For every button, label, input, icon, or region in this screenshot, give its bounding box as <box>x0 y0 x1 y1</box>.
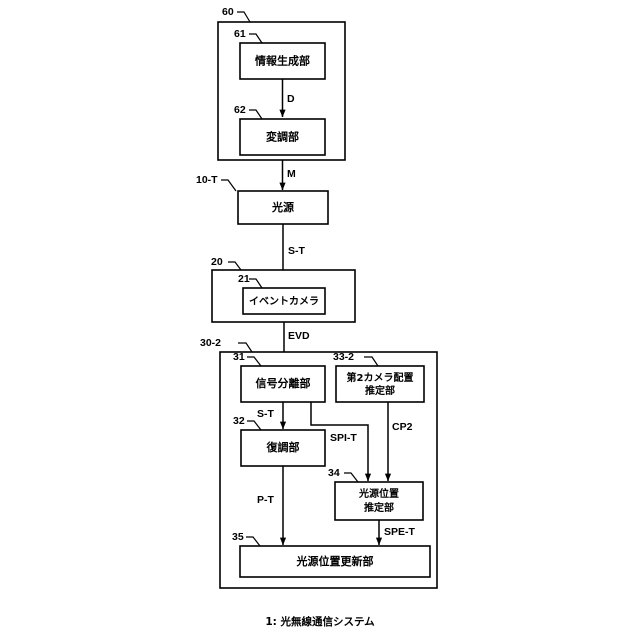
leader-30-2 <box>238 342 253 353</box>
block-label-second-camera-pose-estimator-line2: 推定部 <box>365 384 395 397</box>
ref-number-33-2: 33-2 <box>333 351 354 363</box>
ref-number-34: 34 <box>328 467 340 479</box>
block-light-source-pos-estimator <box>334 481 424 521</box>
block-label-light-source-pos-estimator-line2: 推定部 <box>364 501 394 514</box>
block-label-light-source-pos-updater: 光源位置更新部 <box>296 554 374 568</box>
ref-number-32: 32 <box>233 415 245 427</box>
ref-number-10-T: 10-T <box>196 174 218 186</box>
ref-number-60: 60 <box>222 6 234 18</box>
leader-33-2 <box>364 356 379 367</box>
leader-62 <box>249 109 263 120</box>
block-light-source-pos-updater <box>239 545 431 578</box>
leader-31 <box>247 356 262 367</box>
leader-10-T <box>221 179 237 192</box>
signal-label-spet: SPE-T <box>384 526 416 538</box>
ref-number-62: 62 <box>234 104 246 116</box>
block-label-second-camera-pose-estimator-line1: 第2カメラ配置 <box>347 371 414 384</box>
figure-caption: 1: 光無線通信システム <box>265 615 375 628</box>
signal-label-m: M <box>287 168 296 180</box>
block-info-generator <box>239 42 326 80</box>
block-event-camera <box>242 287 326 315</box>
signal-label-st-2: S-T <box>257 408 275 420</box>
ref-number-31: 31 <box>233 351 245 363</box>
signal-label-pt: P-T <box>257 494 275 506</box>
ref-number-21: 21 <box>238 273 250 285</box>
leader-35 <box>246 536 261 547</box>
ref-number-30-2: 30-2 <box>200 337 221 349</box>
signal-label-st-1: S-T <box>288 245 306 257</box>
ref-number-35: 35 <box>232 531 244 543</box>
block-label-info-generator: 情報生成部 <box>255 54 310 68</box>
leader-61 <box>249 33 263 44</box>
leader-34 <box>344 472 359 483</box>
connector-separator-to-pos-estimator <box>310 402 372 482</box>
block-label-signal-separator: 信号分離部 <box>256 376 311 390</box>
signal-label-cp2: CP2 <box>392 421 413 433</box>
leader-60 <box>237 11 251 23</box>
block-modulator <box>239 118 326 156</box>
block-label-light-source-pos-estimator-line1: 光源位置 <box>358 487 399 500</box>
block-label-modulator: 変調部 <box>266 130 299 144</box>
signal-label-evd: EVD <box>288 330 310 342</box>
block-label-light-source: 光源 <box>271 200 294 214</box>
signal-label-spit: SPI-T <box>330 432 357 444</box>
block-second-camera-pose-estimator <box>335 365 425 403</box>
ref-number-61: 61 <box>234 28 246 40</box>
block-label-event-camera: イベントカメラ <box>249 296 319 308</box>
ref-number-20: 20 <box>211 256 223 268</box>
block-label-demodulator: 復調部 <box>266 440 300 454</box>
leader-21 <box>249 278 263 289</box>
leader-20 <box>228 261 242 271</box>
signal-label-d: D <box>287 93 295 105</box>
leader-32 <box>247 420 262 431</box>
block-signal-separator <box>240 365 326 403</box>
